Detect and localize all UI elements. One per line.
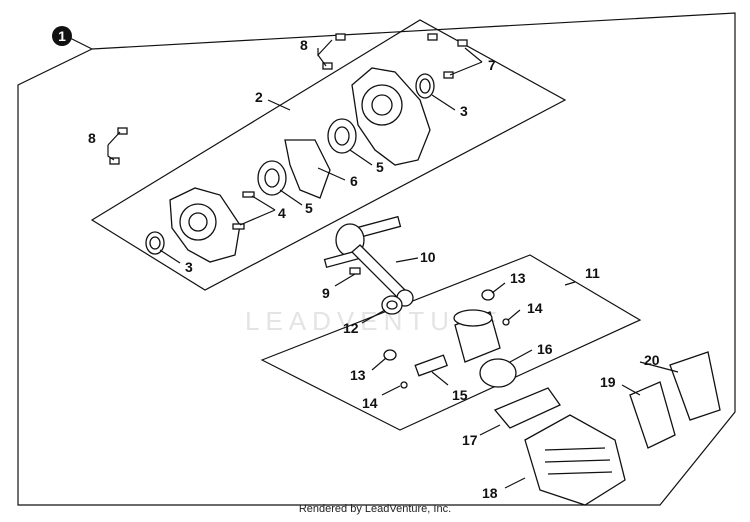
rod-pin <box>349 267 361 275</box>
callout-14-upper: 14 <box>527 300 543 316</box>
piston-kit-frame <box>260 254 642 431</box>
callout-5-upper: 5 <box>376 159 384 175</box>
crankcase-half-upper <box>351 67 431 166</box>
bearing-lower <box>257 160 287 196</box>
washer-upper <box>481 289 495 301</box>
callout-15: 15 <box>452 387 468 403</box>
callout-2: 2 <box>255 89 263 105</box>
oil-seal-upper <box>415 73 435 99</box>
footer-credit: Rendered by LeadVenture, Inc. <box>298 503 452 515</box>
screw-group-left <box>109 127 128 165</box>
callout-8-left: 8 <box>88 130 96 146</box>
callout-9: 9 <box>322 285 330 301</box>
dowel-pins <box>232 191 255 230</box>
callout-18: 18 <box>482 485 498 501</box>
assembly-frame <box>17 12 736 506</box>
cylinder-gasket <box>493 387 561 429</box>
washer-lower <box>383 349 397 361</box>
assembly-badge <box>52 26 72 46</box>
gasket-20 <box>669 351 721 421</box>
callout-5-lower: 5 <box>305 200 313 216</box>
callout-6: 6 <box>350 173 358 189</box>
screw-group-top <box>322 33 468 79</box>
callout-17: 17 <box>462 432 478 448</box>
callout-20: 20 <box>644 352 660 368</box>
callout-14-lower: 14 <box>362 395 378 411</box>
assembly-leader <box>69 37 93 50</box>
circlip-upper <box>502 318 510 326</box>
callout-7: 7 <box>488 57 496 73</box>
circlip-lower <box>400 381 408 389</box>
piston-ring <box>479 358 517 388</box>
callout-11: 11 <box>585 265 600 281</box>
piston <box>453 309 501 363</box>
gasket-19 <box>629 381 676 449</box>
cylinder <box>524 414 626 506</box>
crankcase-kit-frame <box>90 19 567 291</box>
callout-8-top: 8 <box>300 37 308 53</box>
callout-13-upper: 13 <box>510 270 526 286</box>
leader-lines <box>107 39 679 489</box>
callout-12: 12 <box>343 320 359 336</box>
callout-4: 4 <box>278 205 286 221</box>
callout-19: 19 <box>600 374 616 390</box>
needle-bearing <box>381 295 403 315</box>
callout-13-lower: 13 <box>350 367 366 383</box>
piston-pin <box>414 354 448 377</box>
bearing-upper <box>327 118 357 154</box>
callout-10: 10 <box>420 249 436 265</box>
callout-3-lower: 3 <box>185 259 193 275</box>
crankcase-gasket <box>284 139 331 199</box>
callout-3-upper: 3 <box>460 103 468 119</box>
callout-16: 16 <box>537 341 553 357</box>
crankcase-half-lower <box>169 187 241 263</box>
assembly-number: 1 <box>58 28 66 44</box>
oil-seal-lower <box>145 231 165 255</box>
